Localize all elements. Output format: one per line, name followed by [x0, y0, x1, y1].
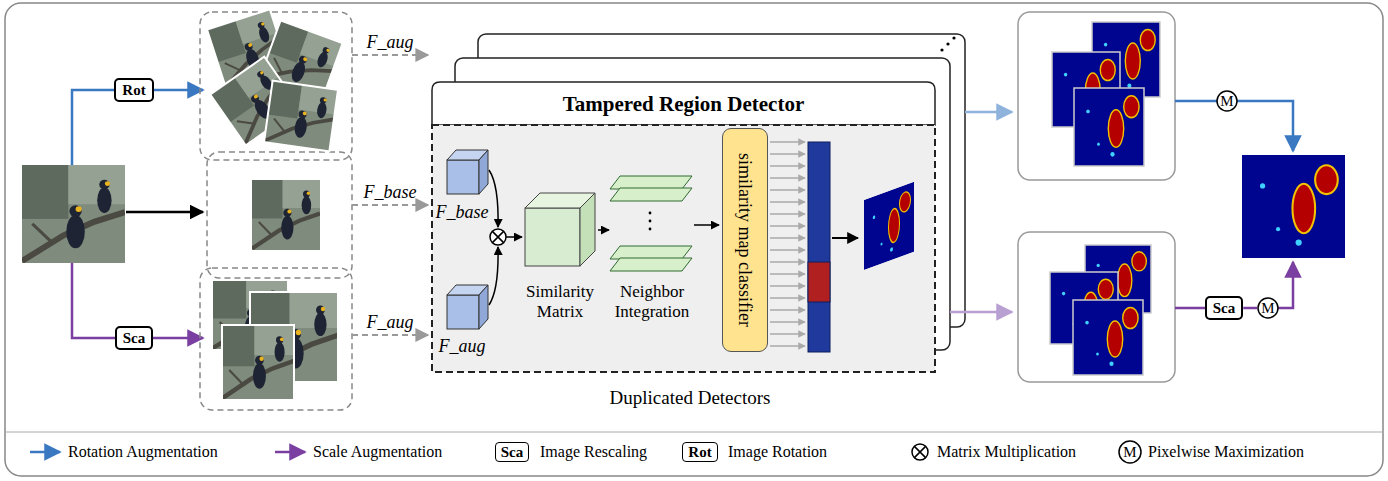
det-text: Tampered Region Detector — [432, 91, 935, 117]
circle-shape — [1217, 91, 1237, 111]
legend-text: Image Rotation — [728, 442, 827, 462]
rotate-tag: Rot — [114, 78, 153, 102]
legend-text: Scale Augmentation — [313, 442, 442, 462]
stage-caption: Neighbor Integration — [596, 282, 708, 322]
legend-sample: Sca — [495, 442, 530, 462]
clf-text: similarity map classifier — [734, 153, 756, 327]
tag-text: Sca — [123, 330, 146, 346]
feature-label: F_aug — [367, 312, 414, 332]
detector-panel: Tampered Region Detector similarity map c… — [432, 82, 935, 372]
legend-text: Matrix Multiplication — [937, 442, 1076, 462]
max-circle: M — [1257, 297, 1279, 319]
legend-sample: Rot — [682, 442, 717, 462]
feature-label: F_base — [364, 182, 417, 202]
circle-shape — [1258, 298, 1278, 318]
legend-text: Rotation Augmentation — [68, 442, 218, 462]
feature-label: F_base — [436, 202, 489, 222]
circ-text: M — [1257, 297, 1279, 319]
connector-line — [1243, 307, 1257, 310]
feature-label: F_aug — [367, 32, 414, 52]
rescale-tag: Sca — [1205, 296, 1244, 320]
circ-text: M — [1216, 90, 1238, 112]
classifier-box: similarity map classifier — [722, 128, 768, 352]
tag-text: Rot — [122, 82, 145, 98]
max-circle: M — [1216, 90, 1238, 112]
tag-text: Sca — [1213, 300, 1236, 316]
legend-text: Pixelwise Maximization — [1148, 442, 1304, 462]
feature-label: F_aug — [439, 336, 486, 356]
rescale-tag: Sca — [115, 326, 154, 350]
legend-text: Image Rescaling — [540, 442, 647, 462]
stack-caption: Duplicated Detectors — [610, 387, 771, 409]
legend-sample: M — [1123, 443, 1136, 461]
stage-caption: Similarity Matrix — [512, 282, 608, 322]
